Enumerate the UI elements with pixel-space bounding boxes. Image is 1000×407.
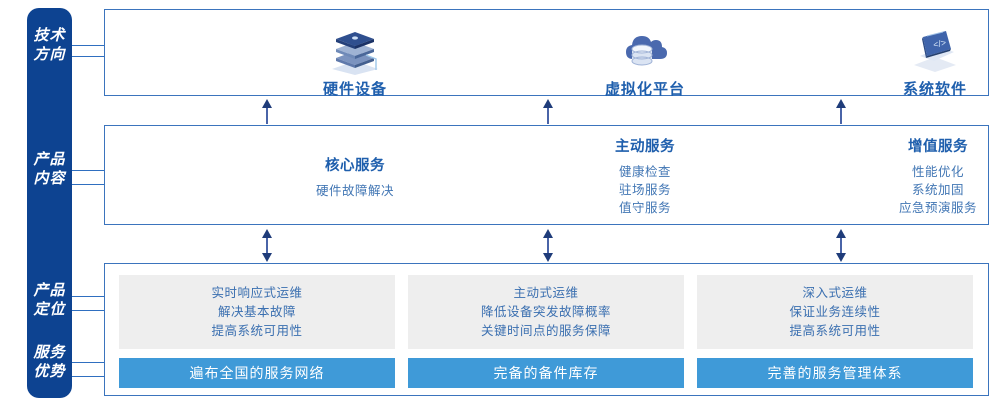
product-column-item: 健康检查 — [618, 165, 671, 179]
cloud-database-icon — [545, 24, 745, 76]
tech-column-system-software[interactable]: </> 系统软件 — [835, 24, 1000, 99]
svg-text:</>: </> — [932, 37, 947, 50]
positioning-line: 解决基本故障 — [217, 304, 296, 319]
product-column-item: 硬件故障解决 — [315, 184, 394, 198]
sidebar-item-tech-direction[interactable]: 技术 方向 — [27, 26, 72, 64]
connector-line — [72, 56, 105, 57]
positioning-line: 深入式运维 — [802, 285, 868, 300]
sidebar-item-product-positioning[interactable]: 产品 定位 — [27, 281, 72, 319]
positioning-column-2[interactable]: 主动式运维 降低设备突发故障概率 关键时间点的服务保障 完备的备件库存 — [408, 275, 684, 388]
connector-line — [72, 362, 105, 363]
product-content-box: 核心服务 硬件故障解决 主动服务 健康检查 驻场服务 值守服务 增值服务 性能优… — [104, 125, 989, 225]
sidebar-label-line-2: 优势 — [33, 363, 66, 380]
product-column-value-added-service[interactable]: 增值服务 性能优化 系统加固 应急预演服务 — [823, 135, 1000, 217]
positioning-panel: 深入式运维 保证业务连续性 提高系统可用性 — [697, 275, 973, 349]
product-column-core-service[interactable]: 核心服务 硬件故障解决 — [240, 154, 470, 200]
positioning-line: 主动式运维 — [513, 285, 579, 300]
tech-column-hardware[interactable]: 硬件设备 — [255, 24, 455, 99]
product-column-item: 驻场服务 — [618, 183, 671, 197]
tech-column-label: 系统软件 — [902, 81, 967, 98]
arrow-up-icon — [259, 99, 275, 129]
connector-line — [72, 376, 105, 377]
positioning-line: 降低设备突发故障概率 — [480, 304, 611, 319]
positioning-column-1[interactable]: 实时响应式运维 解决基本故障 提高系统可用性 遍布全国的服务网络 — [119, 275, 395, 388]
tech-column-label: 硬件设备 — [322, 81, 387, 98]
server-stack-icon — [255, 24, 455, 76]
tech-column-label: 虚拟化平台 — [604, 81, 685, 98]
connector-line — [72, 184, 105, 185]
arrow-up-icon — [833, 99, 849, 129]
positioning-line: 提高系统可用性 — [789, 323, 881, 338]
sidebar-item-product-content[interactable]: 产品 内容 — [27, 150, 72, 188]
product-column-title: 主动服务 — [615, 139, 675, 155]
service-advantage-bar[interactable]: 完备的备件库存 — [408, 358, 684, 388]
service-advantage-bar[interactable]: 遍布全国的服务网络 — [119, 358, 395, 388]
positioning-line: 实时响应式运维 — [211, 285, 303, 300]
tech-direction-box: 硬件设备 虚拟化平台 — [104, 9, 989, 99]
connector-line — [72, 170, 105, 171]
sidebar-label-line-1: 服务 — [33, 344, 66, 361]
tech-column-virtualization[interactable]: 虚拟化平台 — [545, 24, 745, 99]
product-column-item: 应急预演服务 — [898, 201, 977, 215]
sidebar-panel — [27, 8, 72, 398]
positioning-advantage-box: 实时响应式运维 解决基本故障 提高系统可用性 遍布全国的服务网络 主动式运维 降… — [104, 263, 989, 396]
positioning-line: 保证业务连续性 — [789, 304, 881, 319]
product-column-item: 值守服务 — [618, 201, 671, 215]
arrow-up-down-icon — [540, 229, 556, 267]
product-column-item: 系统加固 — [911, 183, 964, 197]
sidebar-label-line-2: 内容 — [33, 170, 66, 187]
arrow-up-icon — [540, 99, 556, 129]
product-column-proactive-service[interactable]: 主动服务 健康检查 驻场服务 值守服务 — [530, 135, 760, 217]
positioning-line: 关键时间点的服务保障 — [480, 323, 611, 338]
product-column-item: 性能优化 — [911, 165, 964, 179]
sidebar-label-line-1: 技术 — [33, 27, 66, 44]
positioning-line: 提高系统可用性 — [211, 323, 303, 338]
positioning-panel: 主动式运维 降低设备突发故障概率 关键时间点的服务保障 — [408, 275, 684, 349]
sidebar-label-line-1: 产品 — [33, 282, 66, 299]
sidebar-item-service-advantage[interactable]: 服务 优势 — [27, 343, 72, 381]
laptop-code-icon: </> — [835, 24, 1000, 76]
sidebar-label-line-2: 方向 — [33, 46, 66, 63]
service-advantage-bar[interactable]: 完善的服务管理体系 — [697, 358, 973, 388]
arrow-up-down-icon — [259, 229, 275, 267]
arrow-up-down-icon — [833, 229, 849, 267]
connector-line — [72, 296, 105, 297]
connector-line — [72, 45, 105, 46]
product-column-title: 增值服务 — [908, 139, 968, 155]
sidebar-label-line-1: 产品 — [33, 151, 66, 168]
positioning-panel: 实时响应式运维 解决基本故障 提高系统可用性 — [119, 275, 395, 349]
product-column-title: 核心服务 — [325, 158, 385, 174]
positioning-column-3[interactable]: 深入式运维 保证业务连续性 提高系统可用性 完善的服务管理体系 — [697, 275, 973, 388]
sidebar-label-line-2: 定位 — [33, 301, 66, 318]
connector-line — [72, 310, 105, 311]
